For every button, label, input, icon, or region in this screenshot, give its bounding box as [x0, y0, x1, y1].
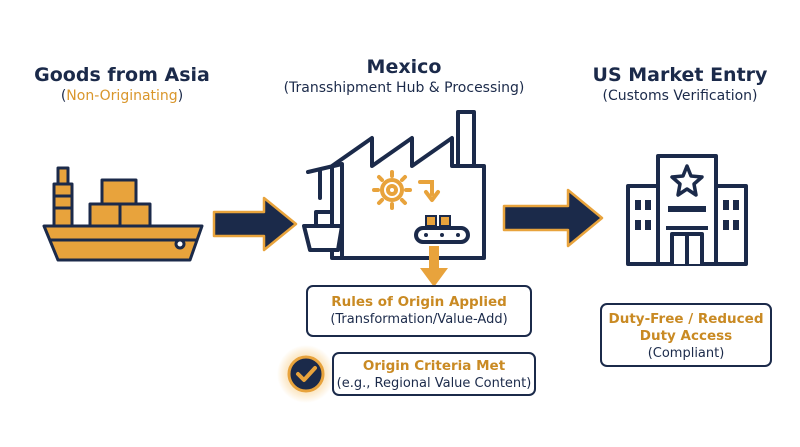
rules-title: Rules of Origin Applied	[331, 294, 507, 310]
left-title: Goods from Asia	[34, 64, 210, 86]
star-icon	[670, 164, 704, 197]
duty-access-box: Duty-Free / Reduced Duty Access (Complia…	[600, 303, 772, 367]
factory-icon	[302, 110, 486, 260]
conveyor-icon	[414, 215, 470, 244]
check-icon	[277, 345, 335, 403]
left-subtitle: (Non-Originating)	[60, 88, 184, 104]
arrow-right-icon	[212, 196, 298, 252]
duty-sub: (Compliant)	[647, 346, 725, 361]
criteria-title: Origin Criteria Met	[362, 358, 506, 374]
criteria-sub: (e.g., Regional Value Content)	[336, 376, 532, 391]
origin-criteria-box: Origin Criteria Met (e.g., Regional Valu…	[332, 352, 536, 396]
arrow-down-icon	[420, 246, 448, 287]
cargo-ship-icon	[42, 166, 204, 262]
right-subtitle: (Customs Verification)	[602, 88, 758, 104]
gear-icon	[372, 170, 412, 210]
customs-building-icon	[626, 154, 748, 266]
rules-sub: (Transformation/Value-Add)	[330, 312, 508, 327]
arrow-right-icon	[502, 188, 604, 248]
center-title: Mexico	[366, 56, 442, 78]
duty-title-line2: Duty Access	[639, 328, 733, 344]
non-originating-label: Non-Originating	[66, 88, 178, 104]
duty-title-line1: Duty-Free / Reduced	[608, 311, 764, 327]
center-subtitle: (Transshipment Hub & Processing)	[283, 80, 525, 96]
right-title: US Market Entry	[592, 64, 768, 86]
rules-of-origin-box: Rules of Origin Applied (Transformation/…	[306, 285, 532, 337]
